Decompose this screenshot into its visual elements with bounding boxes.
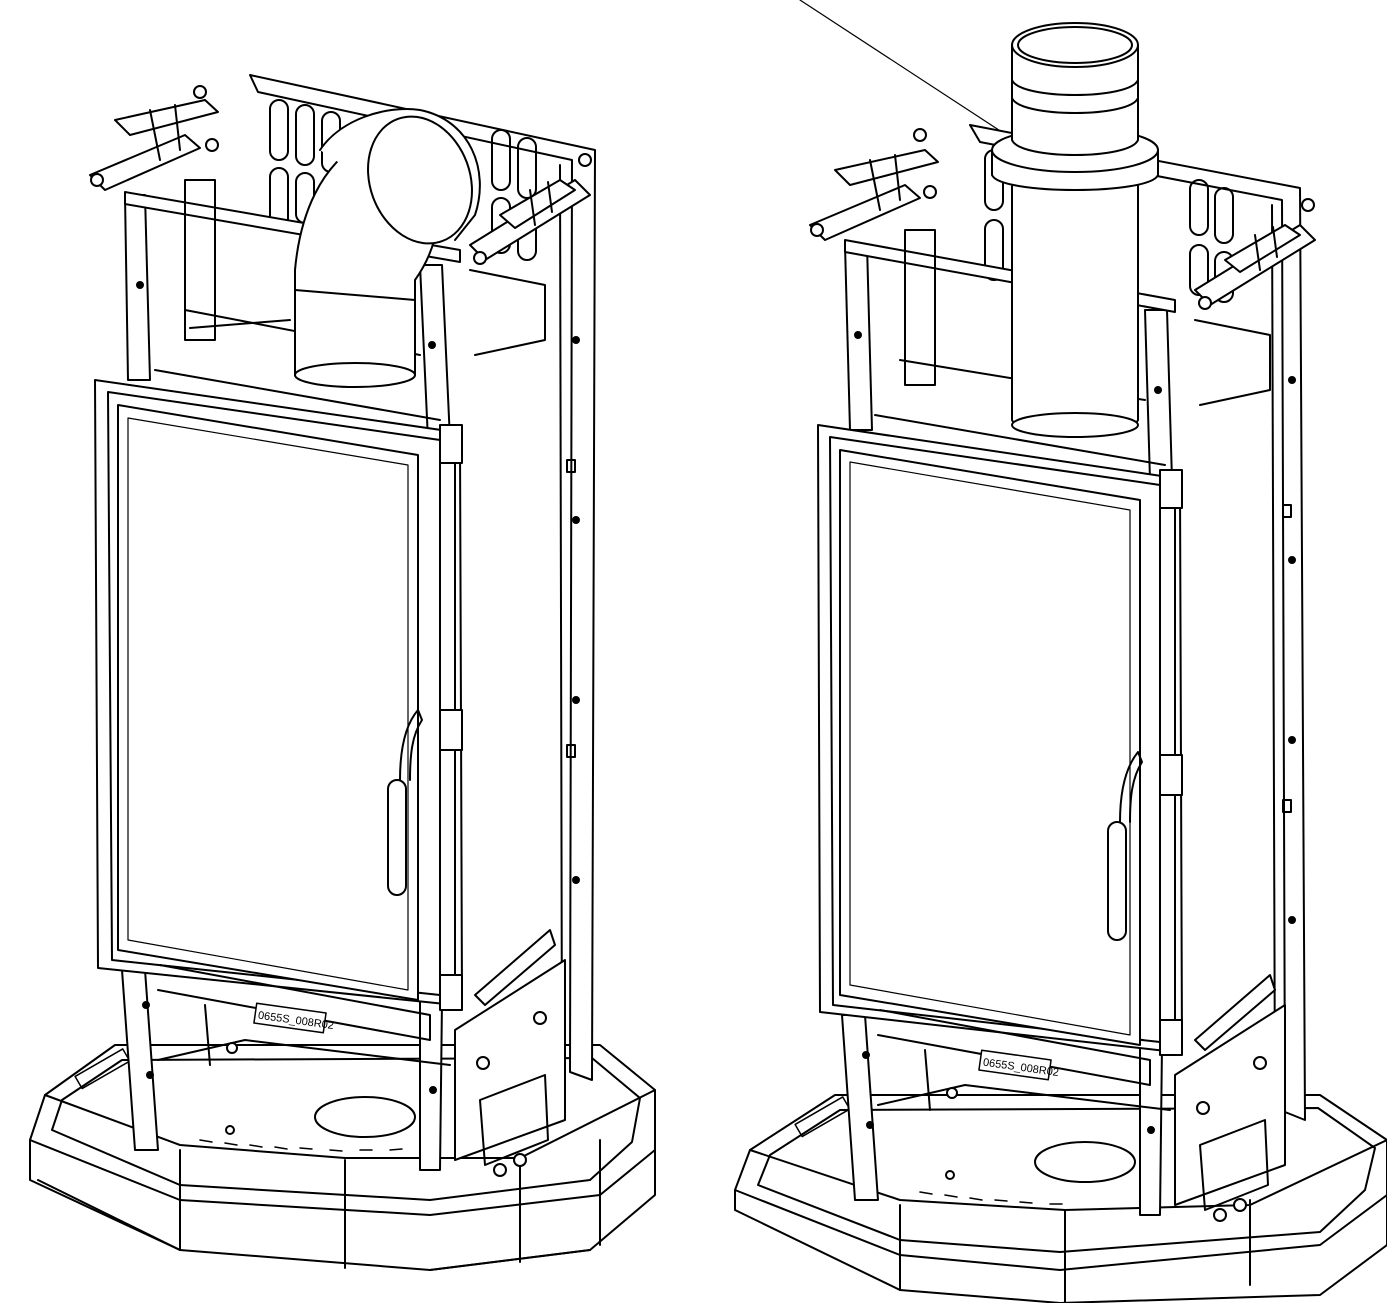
right-right-bracket-lower bbox=[1174, 974, 1286, 1222]
left-floor-hole bbox=[314, 1096, 416, 1138]
right-floor-hole bbox=[1034, 1141, 1136, 1183]
right-corner-tag bbox=[794, 1096, 851, 1138]
right-base-plinth bbox=[734, 1094, 1387, 1304]
left-top-frame bbox=[89, 85, 592, 421]
right-frame-posts bbox=[841, 244, 1173, 1216]
left-corner-tag bbox=[74, 1048, 131, 1090]
left-stove-unit: 0655S_008R02 bbox=[29, 74, 656, 1271]
left-base-slots bbox=[199, 1139, 403, 1152]
right-door bbox=[817, 424, 1183, 1056]
left-right-bracket-lower bbox=[454, 929, 566, 1177]
left-bracket-top-right bbox=[469, 153, 592, 265]
left-plate: 0655S_008R02 bbox=[253, 1002, 335, 1034]
left-door bbox=[94, 379, 463, 1011]
right-door-glass bbox=[839, 449, 1141, 1046]
left-door-glass bbox=[117, 404, 419, 1001]
right-lower-compartment: 0655S_008R02 bbox=[877, 974, 1286, 1222]
right-stove-unit: 0655S_008R02 bbox=[734, 0, 1387, 1304]
right-base-slots bbox=[919, 1191, 1063, 1205]
left-rear-panel bbox=[249, 74, 596, 1081]
right-straight-flue bbox=[991, 22, 1159, 438]
left-bracket-top-left bbox=[89, 85, 219, 191]
left-hinges bbox=[439, 424, 463, 1011]
right-bracket-top-right bbox=[1194, 198, 1316, 310]
left-door-handle bbox=[387, 709, 423, 896]
left-lower-compartment: 0655S_008R02 bbox=[157, 929, 566, 1177]
right-door-handle bbox=[1107, 751, 1143, 941]
left-elbow-flue bbox=[294, 108, 481, 388]
right-bracket-top-left bbox=[809, 128, 939, 241]
left-frame-posts bbox=[121, 194, 451, 1171]
right-plate: 0655S_008R02 bbox=[978, 1049, 1060, 1081]
right-hinges bbox=[1159, 469, 1183, 1056]
